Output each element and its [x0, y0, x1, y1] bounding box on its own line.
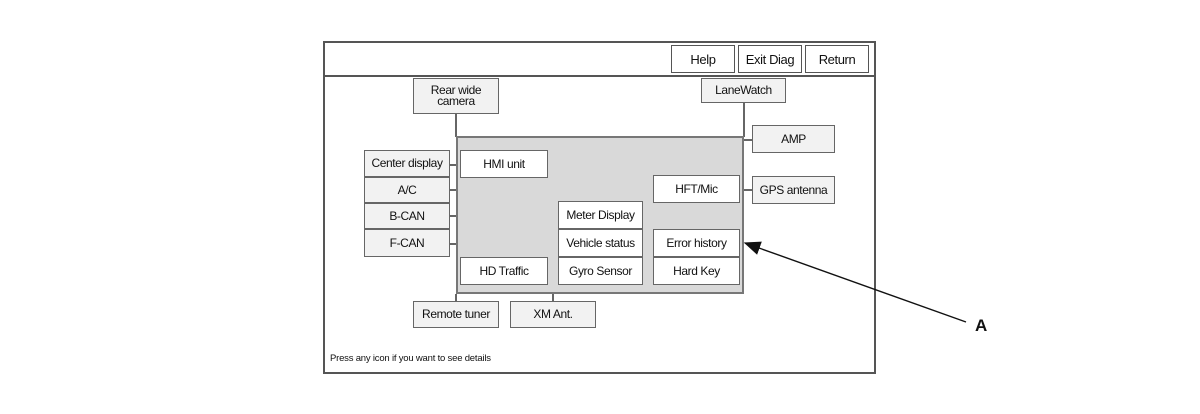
lanewatch-button[interactable]: LaneWatch: [701, 78, 786, 103]
error-history-button[interactable]: Error history: [653, 229, 740, 257]
gps-connector: [743, 189, 752, 191]
remote-tuner-connector: [455, 294, 457, 302]
hmi-unit-button[interactable]: HMI unit: [460, 150, 548, 178]
bcan-connector: [450, 215, 457, 217]
ac-connector: [450, 189, 457, 191]
rear-camera-connector: [455, 113, 457, 137]
hft-mic-button[interactable]: HFT/Mic: [653, 175, 740, 203]
rear-wide-camera-button[interactable]: Rear wide camera: [413, 78, 499, 114]
callout-label-a: A: [975, 316, 988, 335]
center-display-button[interactable]: Center display: [364, 150, 450, 177]
lanewatch-connector: [743, 103, 745, 137]
exit-diag-button[interactable]: Exit Diag: [738, 45, 802, 73]
amp-connector: [743, 139, 752, 141]
hard-key-button[interactable]: Hard Key: [653, 257, 740, 285]
xm-ant-connector: [552, 294, 554, 302]
xm-ant-button[interactable]: XM Ant.: [510, 301, 596, 328]
header-divider: [323, 75, 876, 77]
gps-antenna-button[interactable]: GPS antenna: [752, 176, 835, 204]
amp-button[interactable]: AMP: [752, 125, 835, 153]
hd-traffic-button[interactable]: HD Traffic: [460, 257, 548, 285]
fcan-connector: [450, 243, 457, 245]
ac-button[interactable]: A/C: [364, 177, 450, 203]
b-can-button[interactable]: B-CAN: [364, 203, 450, 229]
return-button[interactable]: Return: [805, 45, 869, 73]
instruction-text: Press any icon if you want to see detail…: [330, 353, 491, 364]
f-can-button[interactable]: F-CAN: [364, 229, 450, 257]
meter-display-button[interactable]: Meter Display: [558, 201, 643, 229]
remote-tuner-button[interactable]: Remote tuner: [413, 301, 499, 328]
center-display-connector: [450, 164, 457, 166]
gyro-sensor-button[interactable]: Gyro Sensor: [558, 257, 643, 285]
help-button[interactable]: Help: [671, 45, 735, 73]
vehicle-status-button[interactable]: Vehicle status: [558, 229, 643, 257]
